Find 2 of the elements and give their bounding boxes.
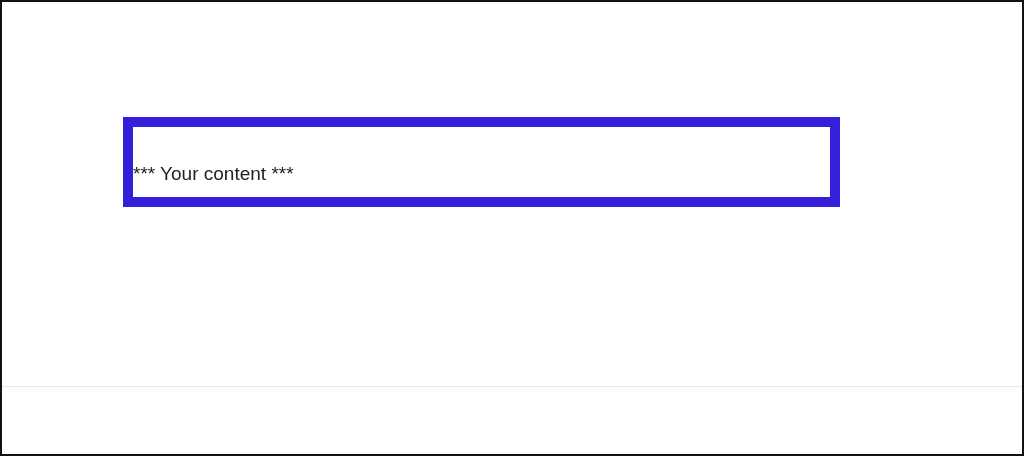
content-frame — [123, 117, 840, 207]
placeholder-text: *** Your content *** — [133, 163, 294, 185]
